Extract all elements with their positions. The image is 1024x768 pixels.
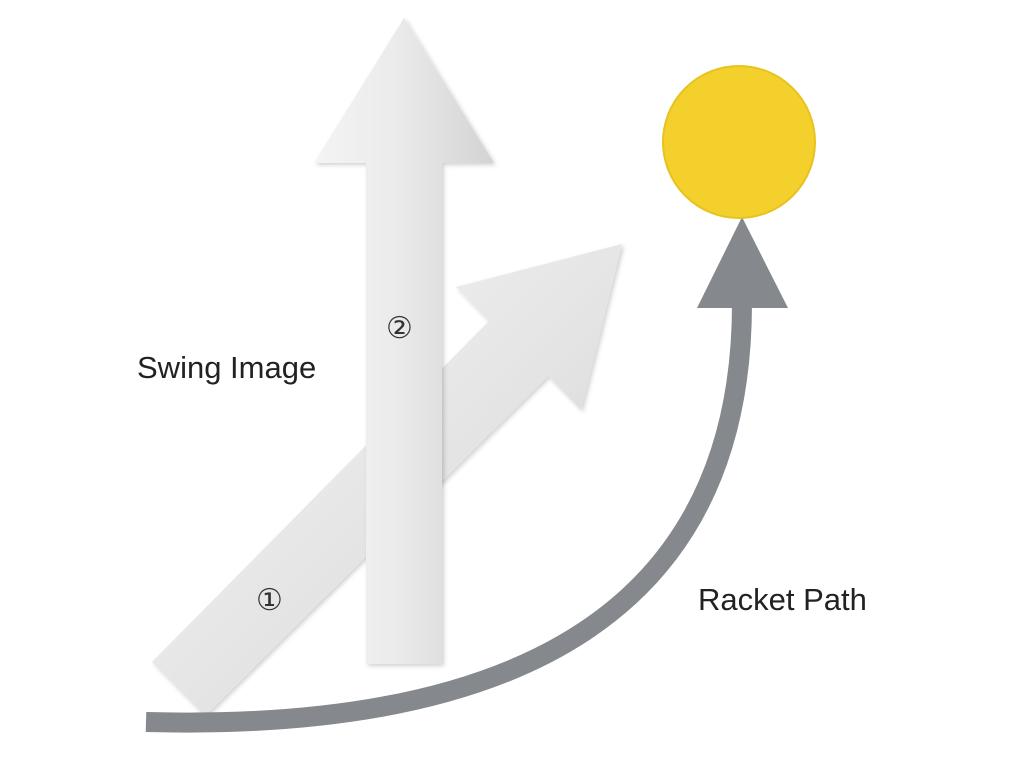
step-two-marker: ② [386,311,413,346]
tennis-ball-icon [662,65,816,219]
curved-arrow-icon [697,217,788,308]
step-one-marker: ① [256,583,283,618]
racket-path-label: Racket Path [698,582,867,617]
vertical-arrow-icon [314,18,494,664]
racket-path-curve [145,302,752,733]
swing-image-label: Swing Image [137,350,316,385]
